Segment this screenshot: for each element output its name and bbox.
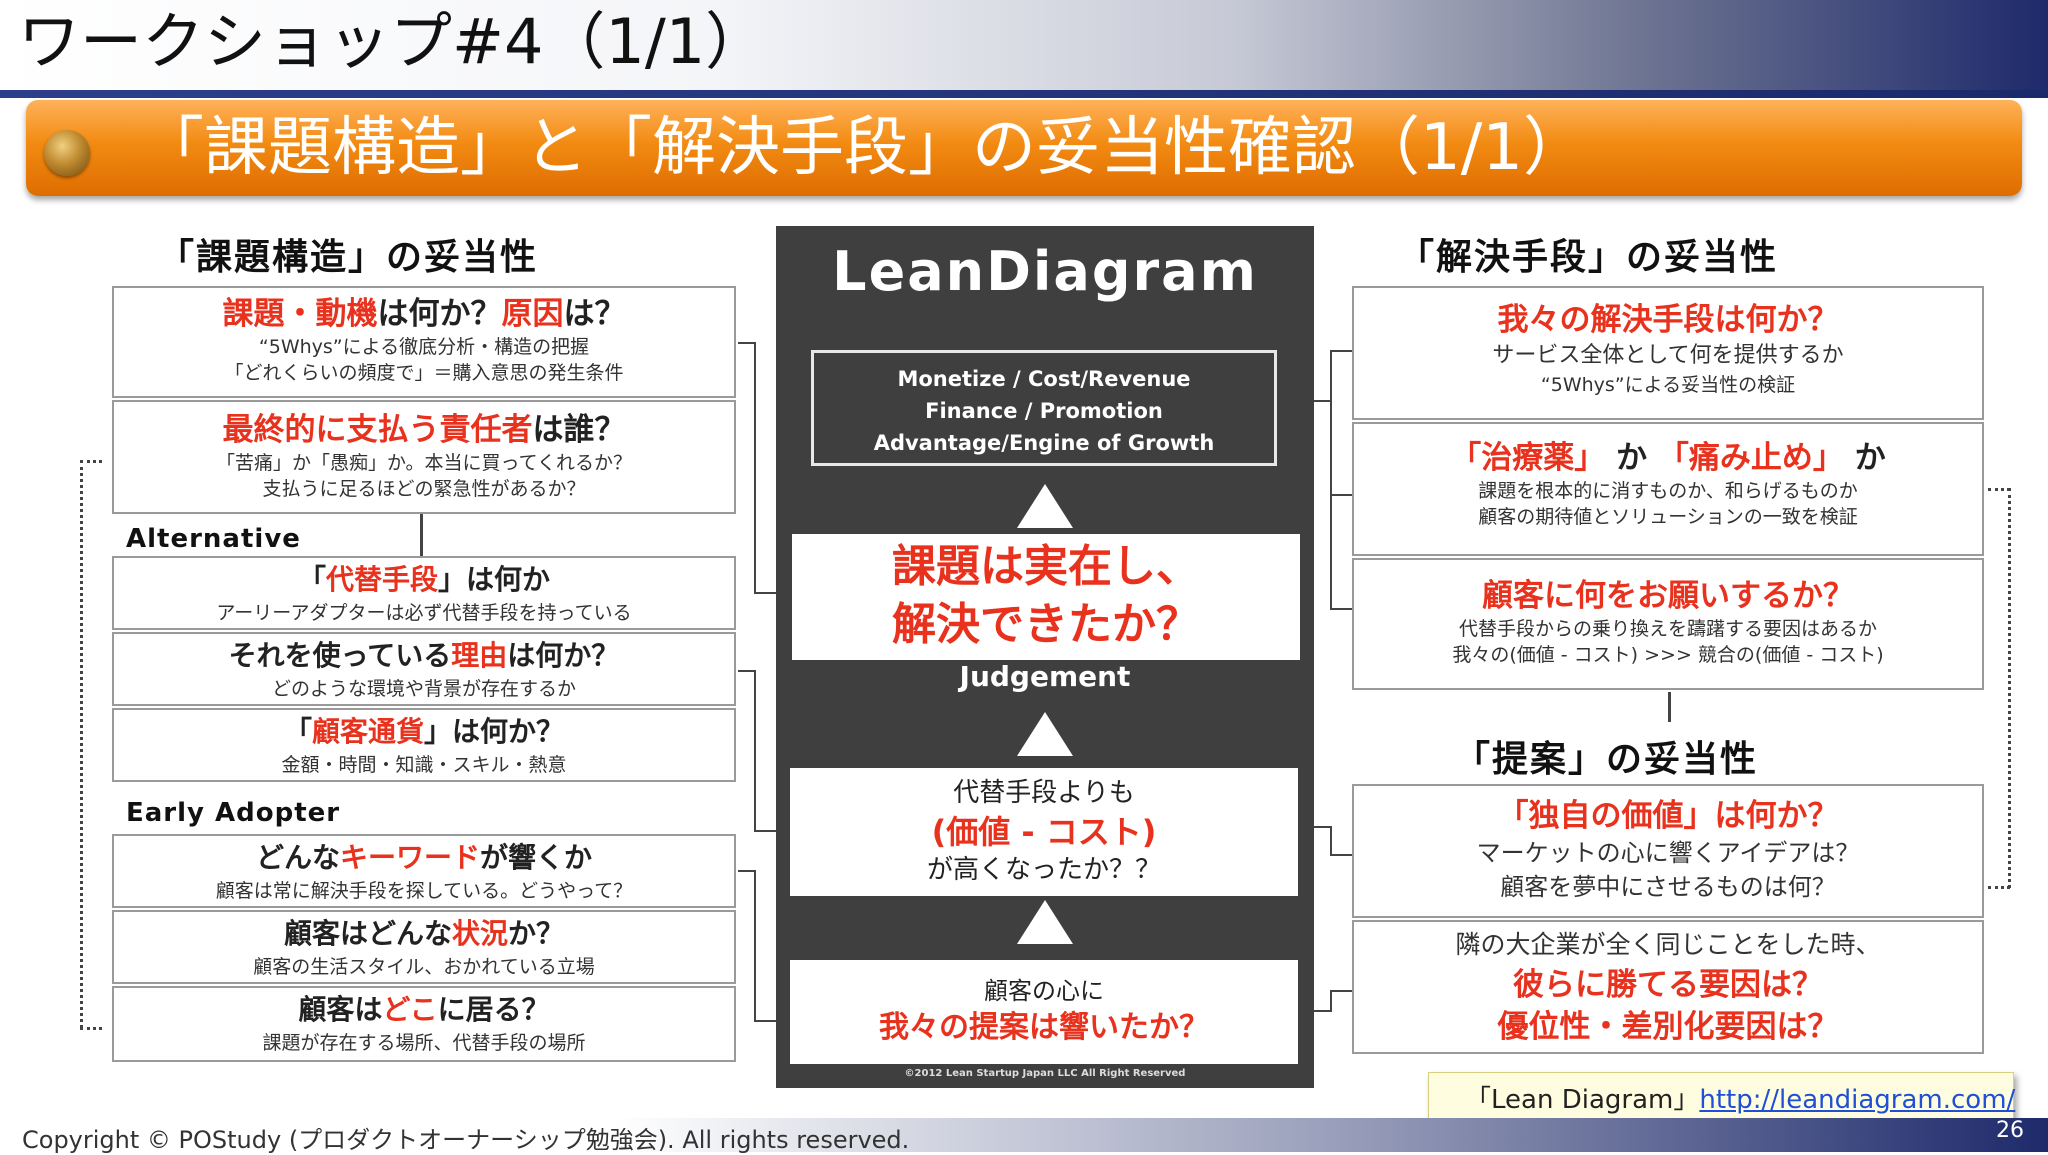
connector: [754, 342, 756, 592]
up-arrow-icon: [1017, 900, 1073, 944]
connector: [738, 342, 756, 344]
page-number: 26: [1996, 1118, 2024, 1143]
early-adopter-box-3: 顧客はどこに居る？ 課題が存在する場所、代替手段の場所: [112, 986, 736, 1062]
connector: [754, 1020, 776, 1022]
connector: [1330, 990, 1352, 992]
connector: [1330, 854, 1352, 856]
connector: [1330, 826, 1332, 856]
section-banner: [26, 100, 2022, 196]
connector: [1330, 350, 1352, 352]
connector: [754, 670, 756, 830]
advantage-box: 隣の大企業が全く同じことをした時、 彼らに勝てる要因は？ 優位性・差別化要因は？: [1352, 920, 1984, 1054]
payer-box: 最終的に支払う責任者は誰？ 「苦痛」か「愚痴」か。本当に買ってくれるか？ 支払う…: [112, 400, 736, 514]
dotted-bracket: [2008, 488, 2011, 888]
medicine-box: 「治療薬」 か 「痛み止め」 か 課題を根本的に消すものか、和らげるものか 顧客…: [1352, 422, 1984, 556]
banner-title: 「課題構造」と「解決手段」の妥当性確認（1/1）: [140, 111, 1587, 185]
problem-cause-box: 課題・動機は何か？原因は？ “5Whys”による徹底分析・構造の把握 「どれくら…: [112, 286, 736, 398]
leandiagram-link[interactable]: http://leandiagram.com/: [1699, 1085, 2016, 1115]
connector: [754, 592, 776, 594]
connector: [754, 870, 756, 1020]
alternative-box-1: 「代替手段」は何か アーリーアダプターは必ず代替手段を持っている: [112, 556, 736, 630]
connector: [1330, 494, 1352, 496]
solution-box: 我々の解決手段は何か？ サービス全体として何を提供するか “5Whys”による妥…: [1352, 286, 1984, 420]
dotted-bracket-bottom: [1988, 886, 2010, 889]
lean-diagram-title: LeanDiagram: [832, 240, 1258, 303]
request-box: 顧客に何をお願いするか？ 代替手段からの乗り換えを躊躇する要因はあるか 我々の(…: [1352, 558, 1984, 690]
value-box: 代替手段よりも (価値 - コスト) が高くなったか？？: [790, 768, 1298, 896]
connector: [738, 870, 756, 872]
diagram-copyright: ©2012 Lean Startup Japan LLC All Right R…: [904, 1068, 1186, 1079]
monetize-box: Monetize / Cost/Revenue Finance / Promot…: [811, 350, 1277, 466]
right-heading: 「解決手段」の妥当性: [1398, 237, 1779, 278]
connector: [738, 670, 756, 672]
judgement-label: Judgement: [959, 660, 1131, 693]
judgement-box: 課題は実在し、 解決できたか？: [792, 534, 1300, 660]
slide-footer: [0, 1118, 2048, 1152]
connector: [1314, 400, 1332, 402]
dotted-bracket: [80, 460, 83, 1028]
slide-header: [0, 0, 2048, 90]
connector: [1330, 990, 1332, 1012]
early-adopter-box-1: どんなキーワードが響くか 顧客は常に解決手段を探している。どうやって？: [112, 834, 736, 908]
connector: [1314, 1010, 1332, 1012]
slide-title: ワークショップ#4（1/1）: [18, 5, 768, 78]
early-adopter-label: Early Adopter: [126, 798, 341, 828]
connector: [1668, 692, 1671, 722]
unique-value-box: 「独自の価値」は何か？ マーケットの心に響くアイデアは？ 顧客を夢中にさせるもの…: [1352, 784, 1984, 918]
dotted-bracket-top: [80, 460, 102, 463]
up-arrow-icon: [1017, 484, 1073, 528]
left-heading: 「課題構造」の妥当性: [158, 237, 539, 278]
alternative-label: Alternative: [126, 524, 301, 554]
connector: [1330, 608, 1352, 610]
dotted-bracket-bottom: [80, 1027, 102, 1030]
alternative-box-3: 「顧客通貨」は何か？ 金額・時間・知識・スキル・熱意: [112, 708, 736, 782]
alternative-box-2: それを使っている理由は何か？ どのような環境や背景が存在するか: [112, 632, 736, 706]
early-adopter-box-2: 顧客はどんな状況か？ 顧客の生活スタイル、おかれている立場: [112, 910, 736, 984]
connector: [420, 514, 423, 556]
connector: [754, 830, 776, 832]
footer-copyright: Copyright © POStudy (プロダクトオーナーシップ勉強会). A…: [22, 1126, 910, 1154]
reference-note: 「Lean Diagram」http://leandiagram.com/: [1428, 1072, 2016, 1126]
connector: [1314, 826, 1332, 828]
proposal-heading: 「提案」の妥当性: [1454, 739, 1759, 780]
up-arrow-icon: [1017, 712, 1073, 756]
header-divider: [0, 90, 2048, 98]
proposal-box: 顧客の心に 我々の提案は響いたか？: [790, 960, 1298, 1064]
bullet-icon: [44, 130, 90, 176]
dotted-bracket-top: [1988, 488, 2010, 491]
connector: [1330, 350, 1332, 610]
